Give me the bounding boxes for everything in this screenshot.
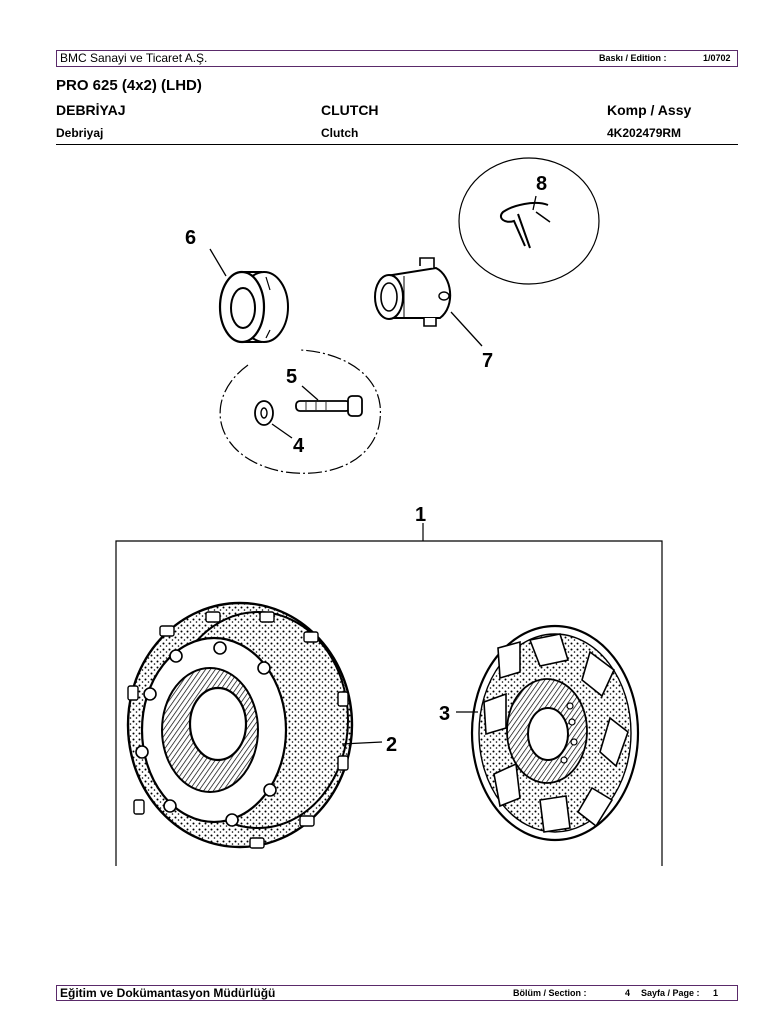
assembly-frame [115, 523, 663, 866]
callout-3: 3 [439, 703, 450, 725]
clutch-disc [470, 624, 640, 842]
clip-detail [458, 157, 600, 285]
section-value: 4 [625, 988, 631, 998]
sub-name-en: Clutch [321, 126, 359, 140]
pressure-plate [126, 601, 354, 849]
callout-4: 4 [293, 435, 305, 457]
department-name: Eğitim ve Dokümantasyon Müdürlüğü [60, 986, 276, 1000]
bolt-washer-detail [219, 349, 381, 474]
part-number: 4K202479RM [607, 126, 682, 140]
company-name: BMC Sanayi ve Ticaret A.Ş. [60, 51, 208, 65]
page-label: Sayfa / Page : [641, 988, 700, 998]
release-sleeve [374, 257, 452, 327]
sub-name-tr: Debriyaj [56, 126, 104, 140]
edition-label: Baskı / Edition : [599, 53, 667, 63]
section-label: Bölüm / Section : [513, 988, 587, 998]
bearing-ring [218, 270, 289, 344]
group-name-tr: DEBRİYAJ [56, 102, 126, 118]
edition-value: 1/0702 [703, 53, 731, 63]
group-name-en: CLUTCH [321, 102, 379, 118]
leader-lines [209, 195, 537, 745]
callout-8: 8 [536, 173, 547, 195]
callout-6: 6 [185, 227, 196, 249]
header-rule [56, 144, 738, 145]
callout-7: 7 [482, 350, 493, 372]
page-value: 1 [713, 988, 719, 998]
callout-2: 2 [386, 734, 397, 756]
assy-label: Komp / Assy [607, 102, 692, 118]
footer-box: Eğitim ve Dokümantasyon Müdürlüğü Bölüm … [56, 985, 738, 1001]
model-title: PRO 625 (4x2) (LHD) [56, 77, 202, 94]
callout-1: 1 [415, 504, 426, 526]
header-box: BMC Sanayi ve Ticaret A.Ş. Baskı / Editi… [56, 50, 738, 67]
callout-5: 5 [286, 366, 297, 388]
